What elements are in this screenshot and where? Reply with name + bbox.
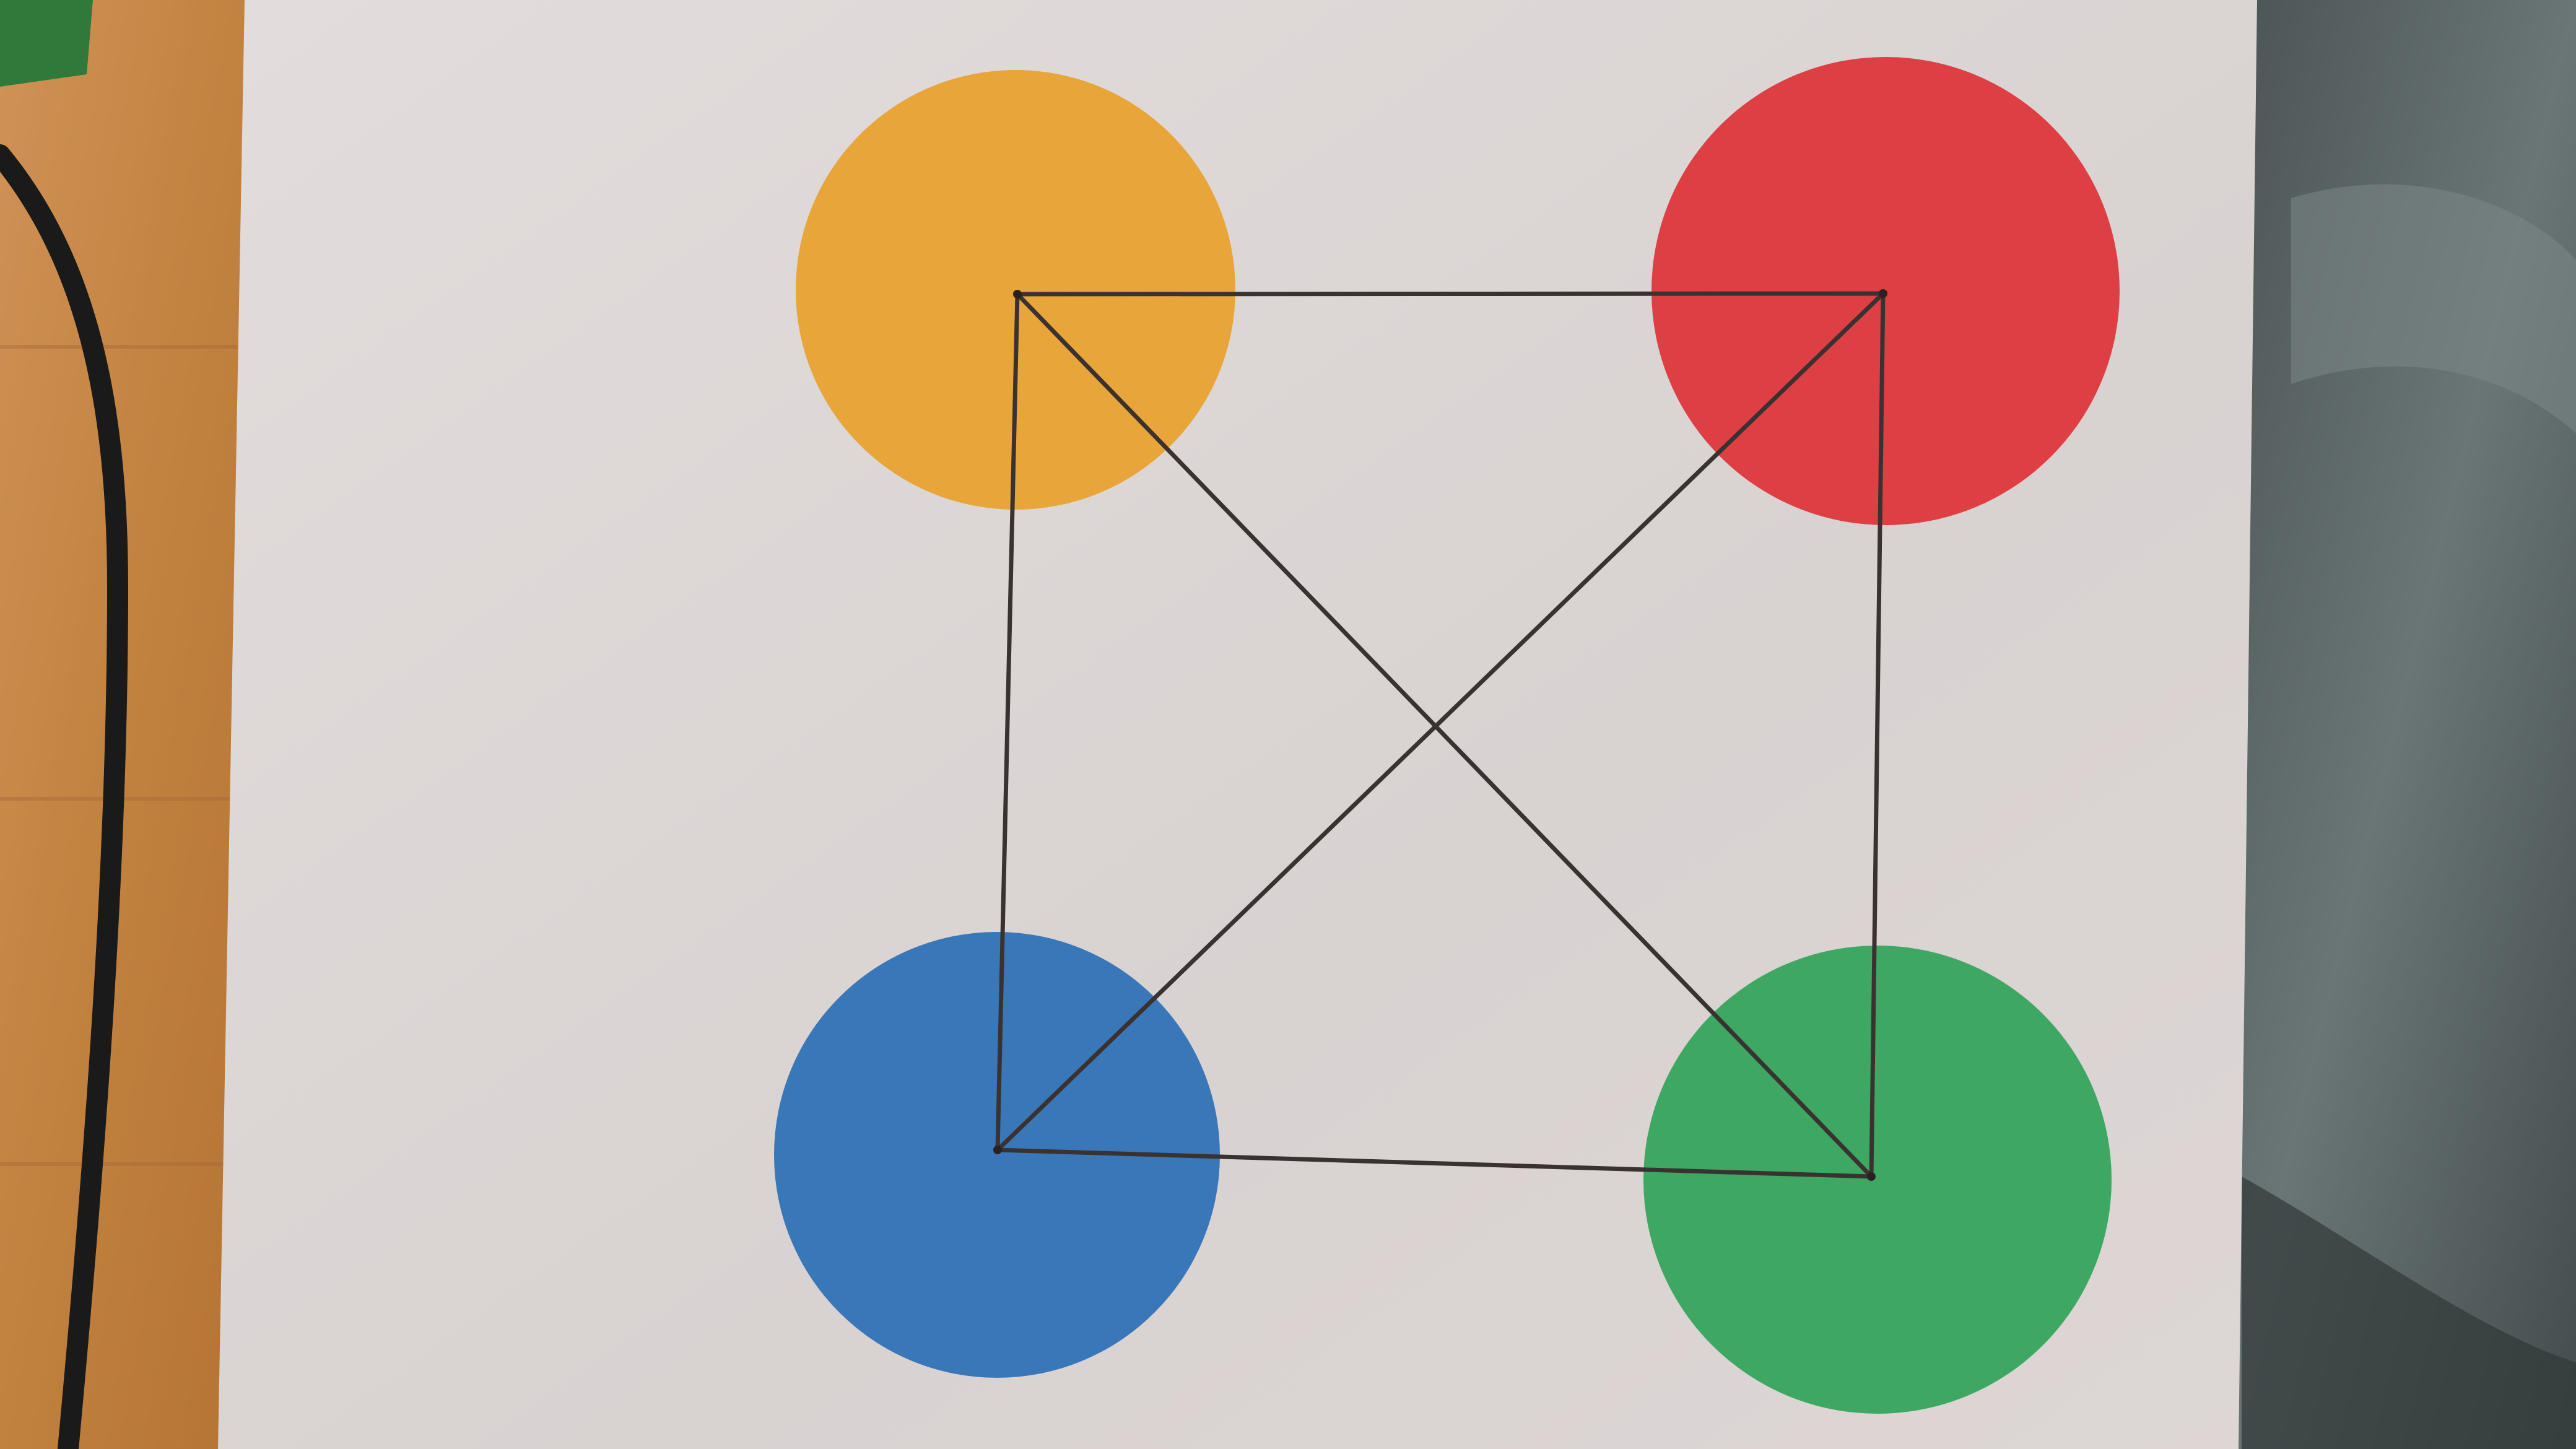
vertex-top-right bbox=[1879, 289, 1887, 298]
diagonal-top-left-to-bottom-right bbox=[1016, 292, 1873, 1178]
cloth-fold bbox=[2291, 184, 2576, 433]
vertex-bottom-right bbox=[1867, 1172, 1876, 1181]
wood-table bbox=[0, 0, 260, 1449]
vertex-dots bbox=[993, 289, 1887, 1181]
vertex-top-left bbox=[1013, 290, 1022, 298]
wood-grain-lines bbox=[0, 345, 260, 1166]
black-cable bbox=[0, 144, 129, 1449]
diagonal-top-right-to-bottom-left bbox=[996, 292, 1885, 1152]
green-object-corner bbox=[0, 0, 93, 87]
vertex-bottom-left bbox=[993, 1146, 1002, 1154]
orange-circle bbox=[796, 70, 1235, 510]
cloth-shadow bbox=[2242, 1177, 2576, 1449]
